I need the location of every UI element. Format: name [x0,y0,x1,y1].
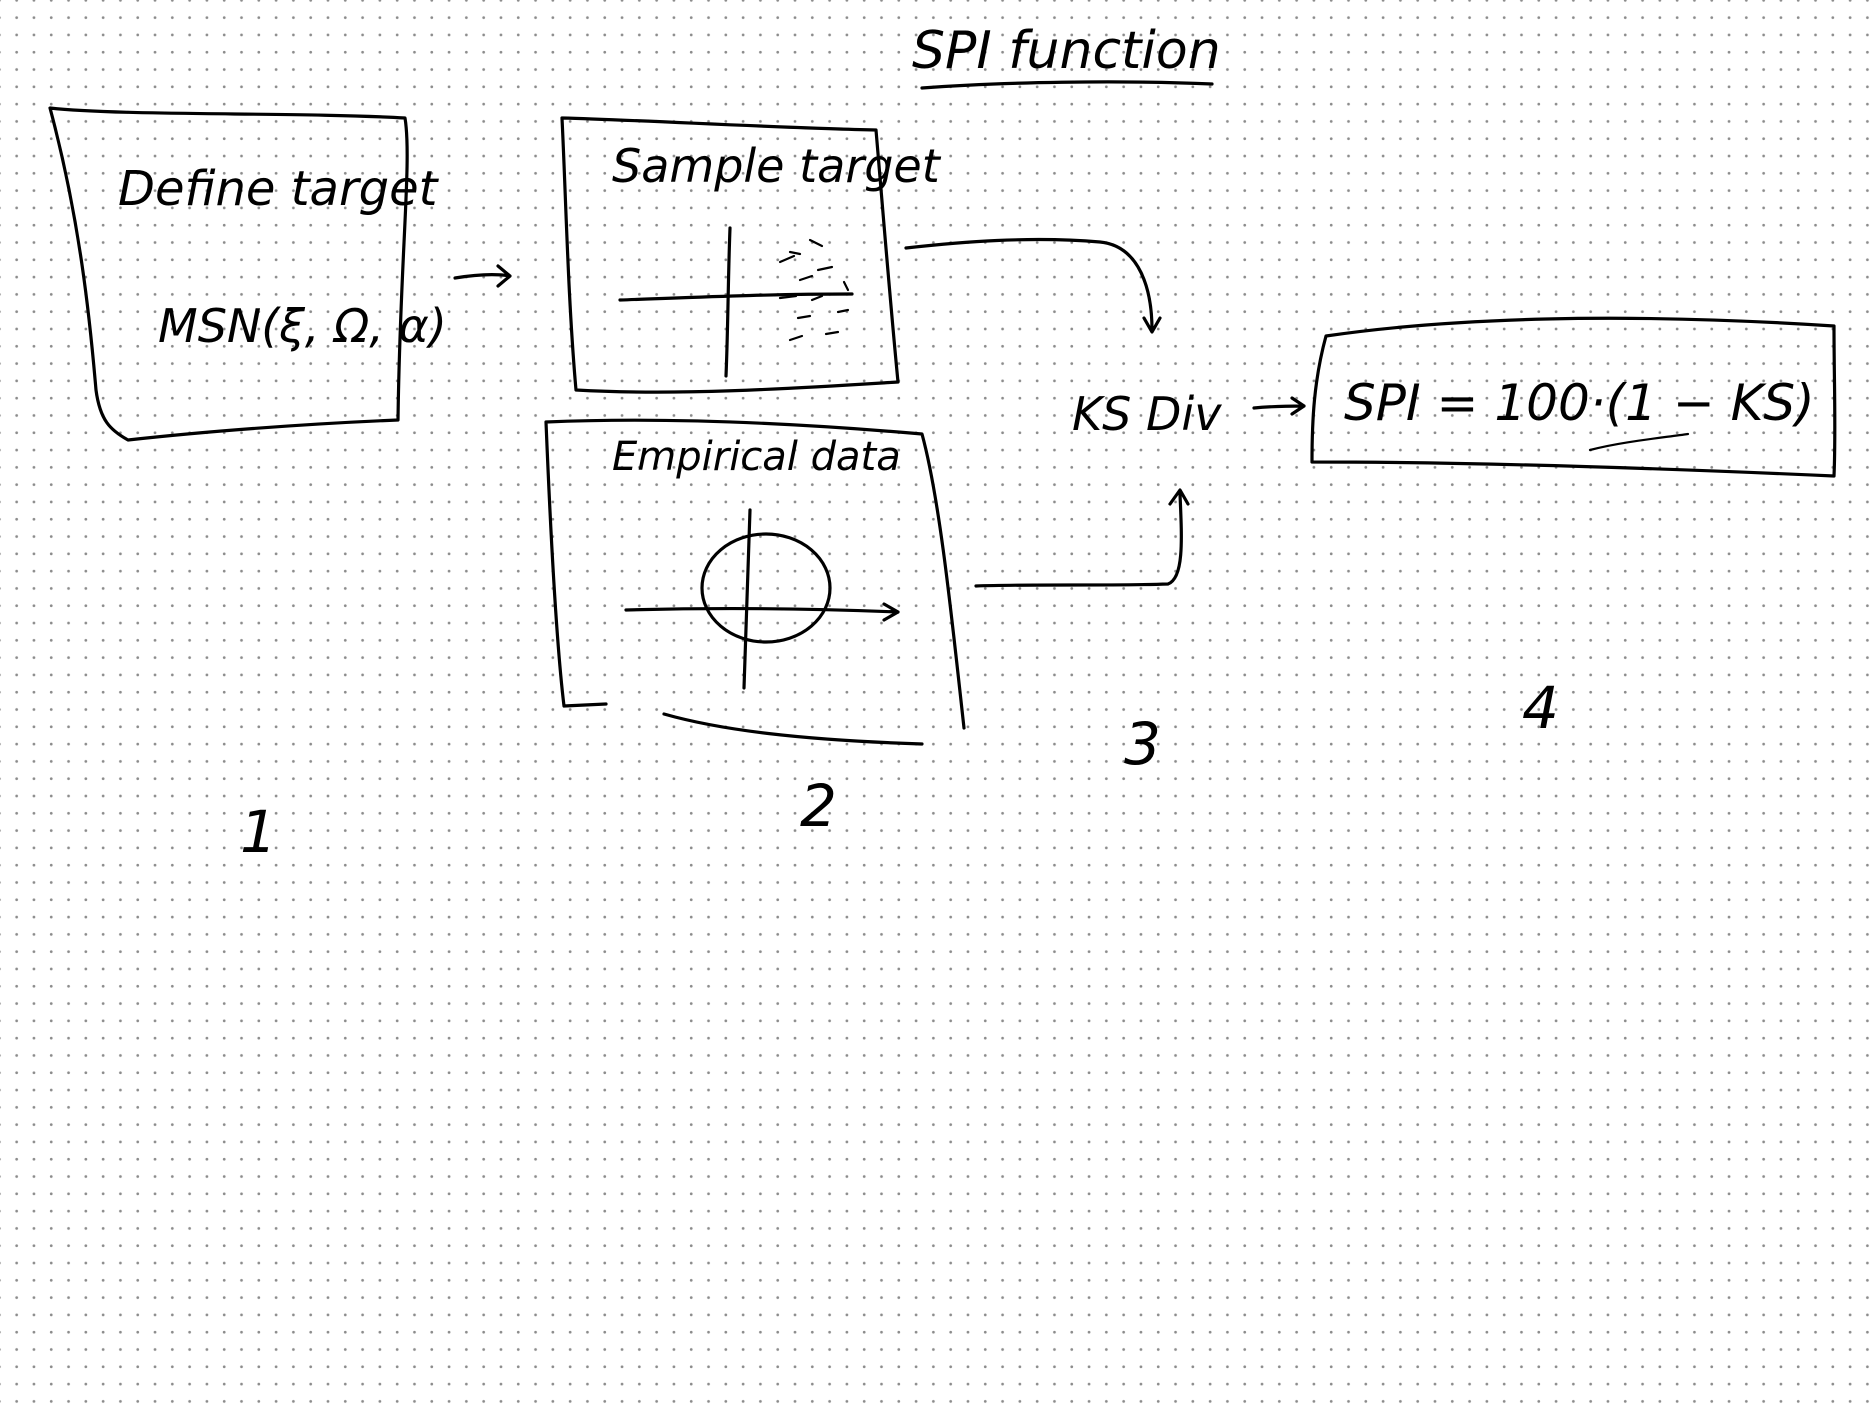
step-number-3: 3 [1124,710,1161,778]
step-2-empirical-data-box: Empirical data [544,418,966,746]
arrow-3-to-4 [1252,396,1306,416]
step-4-box: SPI = 100·(1 − KS) [1310,316,1837,478]
empirical-data-label: Empirical data [612,434,901,480]
step-1-label: Define target [118,161,440,217]
step-1-box: Define target MSN(ξ, Ω, α) [48,106,447,442]
sample-x-axis [618,292,854,302]
arrow-empirical-to-ks [974,488,1190,588]
sample-y-axis [724,226,732,378]
arrow-1-to-2 [453,264,512,288]
step-3-label: KS Div [1072,387,1222,441]
empirical-circle [700,532,832,644]
diagram-title: SPI function [912,21,1221,81]
step-4-formula: SPI = 100·(1 − KS) [1344,374,1815,432]
sample-target-label: Sample target [612,139,942,193]
empirical-x-axis [624,602,900,622]
formula-underline [1588,432,1690,452]
step-number-1: 1 [240,798,277,866]
title-underline [920,80,1214,90]
sample-points [778,238,850,342]
step-1-formula: MSN(ξ, Ω, α) [158,299,447,353]
step-2-sample-target-box: Sample target [560,116,942,394]
step-number-4: 4 [1522,674,1559,742]
arrow-sample-to-ks [904,237,1162,334]
step-number-2: 2 [800,772,837,840]
